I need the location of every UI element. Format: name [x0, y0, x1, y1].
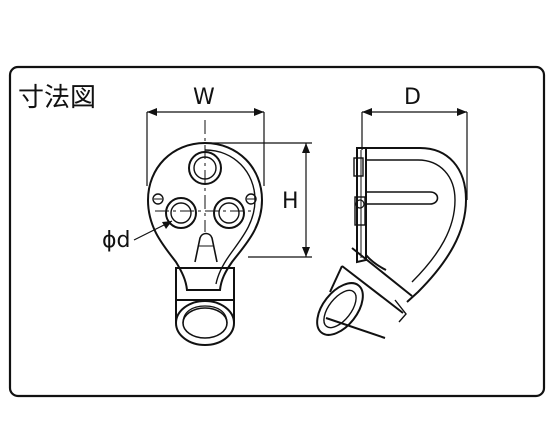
diameter-label: ϕd	[102, 228, 130, 253]
front-body-outline	[146, 141, 264, 291]
diagram-title: 寸法図	[18, 83, 96, 113]
height-arrow-top	[302, 143, 310, 153]
elbow-inner	[366, 159, 456, 283]
lower-screw	[354, 196, 366, 226]
neck-channel	[194, 232, 218, 263]
upper-screw	[353, 157, 364, 177]
right-screw	[245, 193, 257, 205]
width-label: W	[193, 85, 215, 110]
diagram-frame	[8, 65, 546, 398]
top-hole-inner	[193, 156, 217, 180]
right-hole-outer	[213, 197, 245, 229]
depth-arrow-right	[457, 108, 467, 116]
width-arrow-left	[147, 108, 157, 116]
left-screw	[152, 193, 164, 205]
height-label: H	[282, 189, 299, 214]
side-pipe-socket	[316, 247, 413, 339]
left-hole-inner	[170, 202, 192, 224]
depth-arrow-left	[362, 108, 372, 116]
depth-label: D	[404, 85, 421, 110]
left-hole-outer	[165, 197, 197, 229]
elbow-lower	[365, 254, 387, 271]
elbow-outer	[366, 147, 468, 303]
diameter-arrow	[162, 221, 172, 229]
front-view	[133, 108, 312, 346]
side-slot	[366, 191, 439, 205]
side-view	[316, 108, 468, 339]
right-hole-inner	[218, 202, 240, 224]
top-hole-outer	[188, 151, 222, 185]
height-arrow-bottom	[302, 247, 310, 257]
width-arrow-right	[254, 108, 264, 116]
